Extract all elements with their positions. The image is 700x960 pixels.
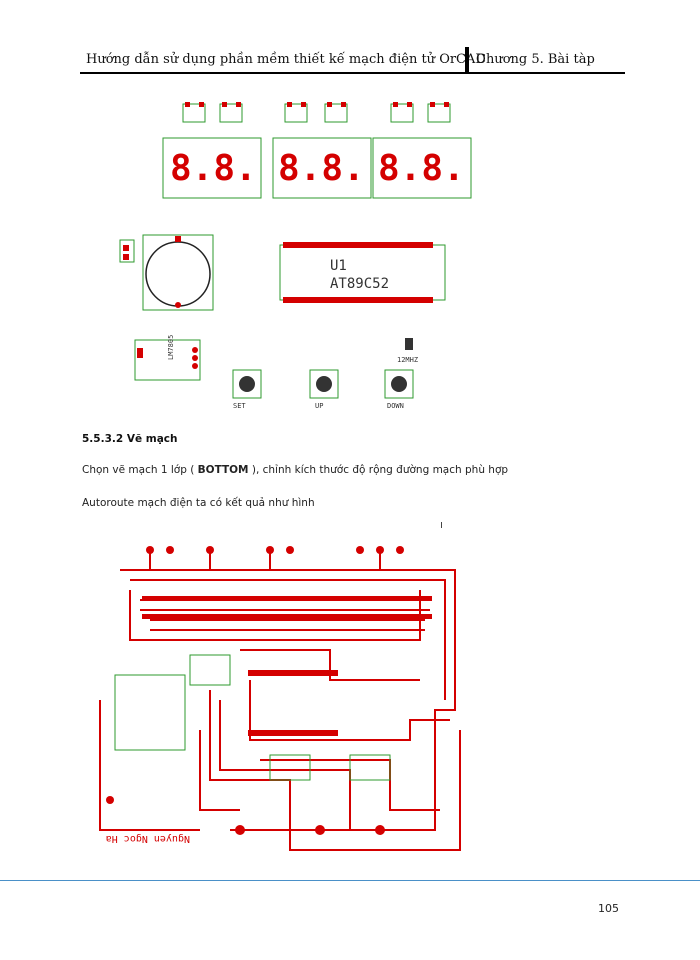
routed-traces (99, 550, 461, 851)
page-header: Hướng dẫn sử dụng phần mềm thiết kế mạch… (80, 44, 625, 74)
crystal: 12MHZ (397, 338, 418, 364)
segment-digits: 8.8. 8.8. 8.8. (170, 148, 465, 189)
transistor-pads (185, 102, 449, 107)
voltage-regulator: LM7805 (134, 335, 201, 381)
regulator-label: LM7805 (167, 335, 175, 360)
svg-text:8.8.: 8.8. (170, 148, 257, 189)
pcb-placement-figure: 8.8. 8.8. 8.8. U1 AT89C52 (119, 102, 472, 410)
section-heading: 5.5.3.2 Vẽ mạch (82, 433, 178, 445)
buzzer-footprint (142, 234, 214, 311)
ic-label: U1 (330, 258, 347, 274)
microcontroller-ic: U1 AT89C52 (279, 242, 446, 303)
header-title: Hướng dẫn sử dụng phần mềm thiết kế mạch… (86, 52, 486, 67)
routed-pads (106, 546, 432, 835)
header-separator (465, 47, 469, 74)
svg-text:8.8.: 8.8. (378, 148, 465, 189)
push-buttons: SET UP DOWN (232, 369, 414, 410)
stray-mark (441, 522, 442, 528)
para1-bold-layer: BOTTOM (197, 464, 249, 476)
para1-prefix: Chọn vẽ mạch 1 lớp ( (82, 464, 198, 476)
ic-part-number: AT89C52 (330, 276, 389, 292)
button-label-up: UP (315, 402, 323, 410)
seven-segment-displays (162, 137, 472, 199)
silkscreen-author: Nguyen Ngoc Ha (106, 833, 190, 844)
power-connector (119, 239, 135, 263)
button-label-down: DOWN (387, 402, 404, 410)
footer-rule (0, 880, 700, 881)
page-number: 105 (598, 902, 619, 915)
para1-suffix: ), chỉnh kích thước độ rộng đường mạch p… (248, 464, 509, 476)
crystal-label: 12MHZ (397, 356, 418, 364)
component-outlines (114, 654, 391, 781)
paragraph-autoroute: Autoroute mạch điện ta có kết quả như hì… (82, 497, 315, 509)
svg-text:8.8.: 8.8. (278, 148, 365, 189)
pcb-routed-figure: Nguyen Ngoc Ha (99, 546, 461, 851)
header-rule (80, 72, 625, 74)
transistor-footprints (182, 103, 451, 123)
paragraph-layer-setting: Chọn vẽ mạch 1 lớp ( BOTTOM ), chỉnh kíc… (82, 464, 508, 476)
button-label-set: SET (233, 402, 246, 410)
header-chapter: Chương 5. Bài tàp (476, 52, 595, 67)
